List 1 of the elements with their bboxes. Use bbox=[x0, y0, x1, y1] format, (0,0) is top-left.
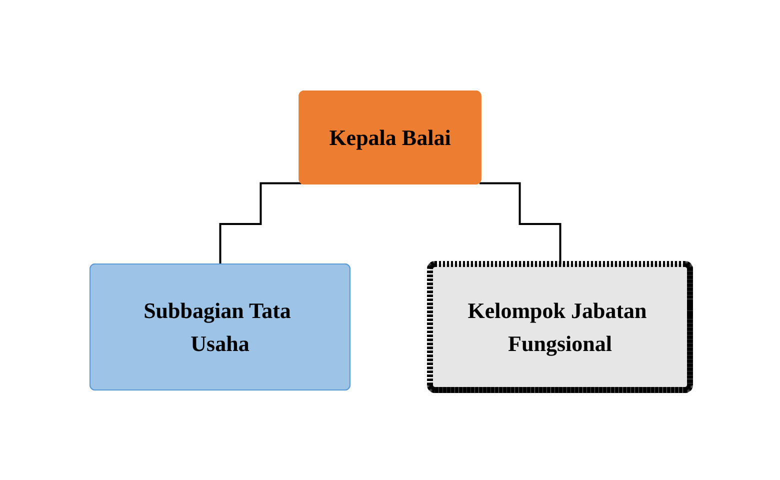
connector bbox=[219, 182, 302, 265]
